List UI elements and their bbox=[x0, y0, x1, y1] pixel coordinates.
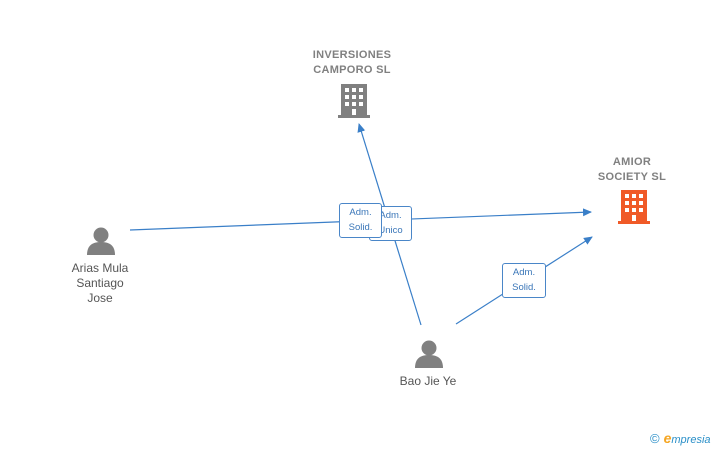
building-icon[interactable] bbox=[618, 190, 650, 224]
relation-line-1: Adm.Unico bbox=[378, 210, 403, 236]
brand-name: empresia bbox=[663, 430, 711, 446]
brand-logo[interactable]: © empresia bbox=[650, 430, 711, 446]
relation-label-arias-amior: Adm.Solid. bbox=[339, 203, 382, 238]
copyright-icon: © bbox=[650, 430, 660, 446]
relation-label-bao-amior: Adm.Solid. bbox=[502, 263, 546, 298]
person-label-bao[interactable]: Bao Jie Ye bbox=[399, 374, 457, 388]
building-icon[interactable] bbox=[338, 84, 370, 118]
person-label-arias[interactable]: Arias Mula Santiago Jose bbox=[71, 261, 129, 305]
company-label-inversiones[interactable]: INVERSIONES CAMPORO SL bbox=[312, 49, 392, 76]
person-icon[interactable] bbox=[415, 340, 443, 369]
person-icon[interactable] bbox=[87, 227, 115, 256]
relation-text: Adm.Solid. bbox=[512, 267, 536, 293]
company-label-amior[interactable]: AMIOR SOCIETY SL bbox=[597, 156, 667, 183]
relation-text: Adm.Solid. bbox=[348, 207, 373, 233]
